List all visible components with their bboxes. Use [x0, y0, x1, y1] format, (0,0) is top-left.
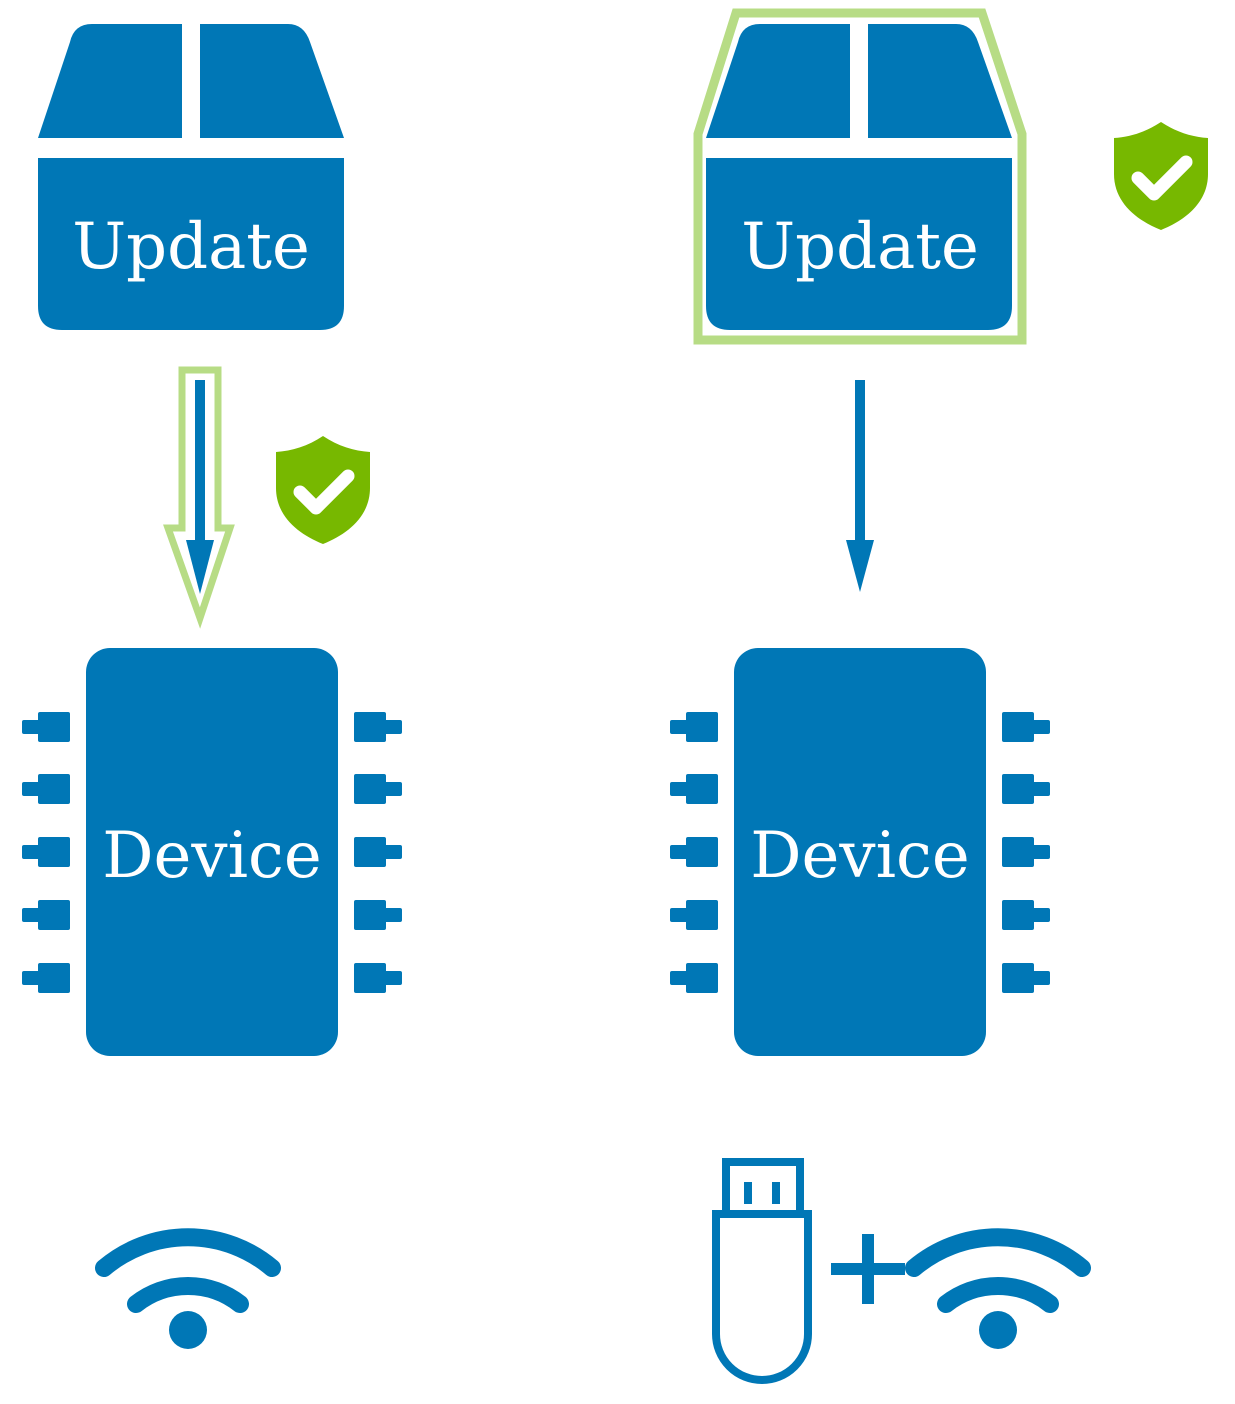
left-shield-check-icon [276, 436, 370, 544]
arrow-highlight-outline [163, 366, 235, 629]
right-update-package: Update [693, 8, 1027, 345]
package-highlight-outline [693, 8, 1027, 345]
arrow-down-icon [855, 380, 865, 540]
arrow-head [186, 540, 214, 594]
left-transfer-arrow [163, 366, 235, 629]
plus-icon [831, 1234, 905, 1304]
arrow-down-icon [195, 380, 205, 540]
right-device-chip: Device [670, 648, 1050, 1056]
right-chip-pins-left [670, 712, 718, 993]
left-device-chip: Device [22, 648, 402, 1056]
left-package-label: Update [72, 210, 310, 284]
left-update-package: Update [38, 20, 344, 330]
right-wifi-icon [914, 1237, 1082, 1349]
left-device-label: Device [102, 819, 322, 893]
left-wifi-icon [104, 1237, 272, 1349]
chip-icon [86, 648, 338, 1056]
right-transfer-arrow [846, 380, 874, 592]
right-device-label: Device [750, 819, 970, 893]
right-usb-drive-icon [712, 1158, 812, 1384]
arrow-head [846, 540, 874, 592]
right-chip-pins-right [1002, 712, 1050, 993]
left-chip-pins-right [354, 712, 402, 993]
left-chip-pins-left [22, 712, 70, 993]
chip-icon [734, 648, 986, 1056]
right-shield-check-icon [1114, 122, 1208, 230]
right-package-label: Update [741, 210, 979, 284]
